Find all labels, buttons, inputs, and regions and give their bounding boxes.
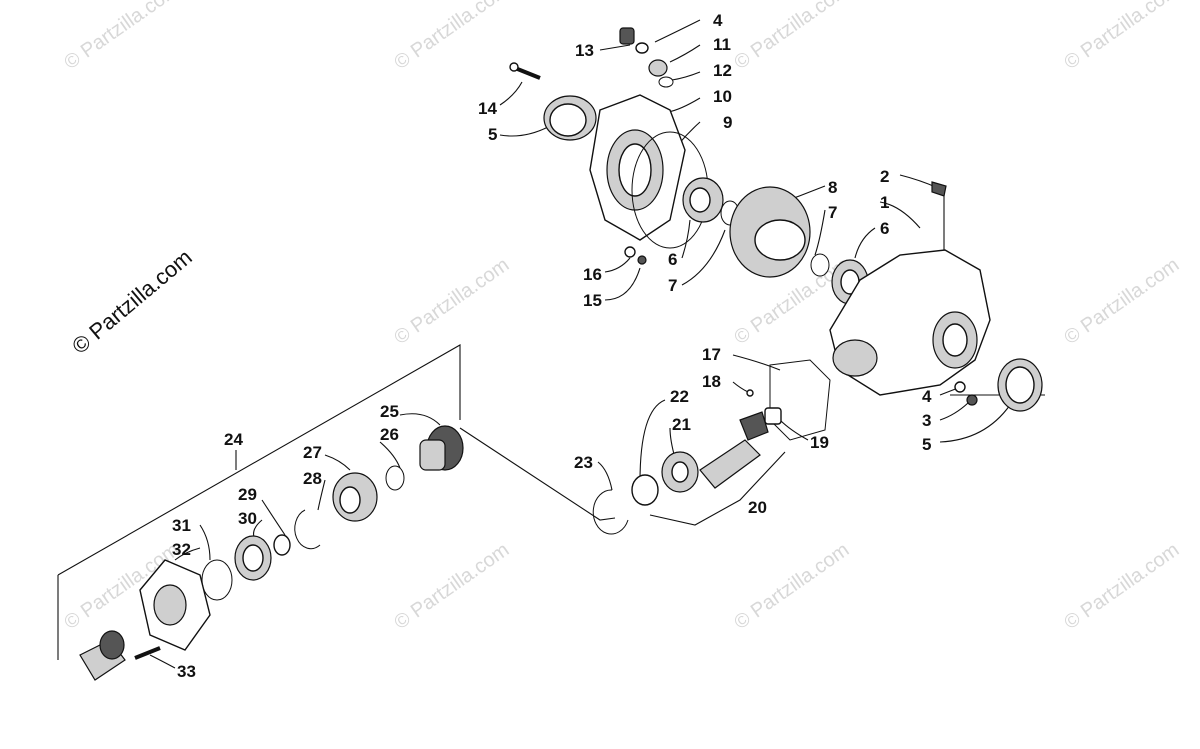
- callout-15[interactable]: 15: [583, 291, 602, 310]
- callout-23[interactable]: 23: [574, 453, 593, 472]
- callout-5[interactable]: 5: [922, 435, 931, 454]
- callout-18[interactable]: 18: [702, 372, 721, 391]
- callout-32[interactable]: 32: [172, 540, 191, 559]
- callout-14[interactable]: 14: [478, 99, 497, 118]
- callout-8[interactable]: 8: [828, 178, 837, 197]
- callout-29[interactable]: 29: [238, 485, 257, 504]
- watermark-text: © Partzilla.com: [60, 0, 183, 74]
- callout-3[interactable]: 3: [922, 411, 931, 430]
- callout-16[interactable]: 16: [583, 265, 602, 284]
- pinion-gear-part: [699, 439, 761, 489]
- callout-4[interactable]: 4: [713, 11, 723, 30]
- callout-12[interactable]: 12: [713, 61, 732, 80]
- callout-27[interactable]: 27: [303, 443, 322, 462]
- callout-25[interactable]: 25: [380, 402, 399, 421]
- callout-11[interactable]: 11: [713, 35, 731, 54]
- watermark-text: © Partzilla.com: [1060, 254, 1183, 349]
- callout-13[interactable]: 13: [575, 41, 594, 60]
- callout-4[interactable]: 4: [922, 387, 932, 406]
- watermarks: © Partzilla.com © Partzilla.com © Partzi…: [60, 0, 1183, 634]
- callout-24[interactable]: 24: [224, 430, 243, 449]
- callout-9[interactable]: 9: [723, 113, 732, 132]
- callout-5[interactable]: 5: [488, 125, 497, 144]
- watermark-text: © Partzilla.com: [1060, 0, 1183, 74]
- drain-plug-part: [619, 27, 635, 45]
- callout-17[interactable]: 17: [702, 345, 721, 364]
- callout-33[interactable]: 33: [177, 662, 196, 681]
- callout-10[interactable]: 10: [713, 87, 732, 106]
- watermark-text: © Partzilla.com: [390, 254, 513, 349]
- callout-6[interactable]: 6: [880, 219, 889, 238]
- brand-text: © Partzilla.com: [67, 244, 197, 358]
- callout-26[interactable]: 26: [380, 425, 399, 444]
- callout-7[interactable]: 7: [828, 203, 837, 222]
- callout-20[interactable]: 20: [748, 498, 767, 517]
- callout-2[interactable]: 2: [880, 167, 889, 186]
- parts: [79, 27, 1043, 681]
- callout-31[interactable]: 31: [172, 516, 191, 535]
- callout-22[interactable]: 22: [670, 387, 689, 406]
- callout-1[interactable]: 1: [880, 193, 889, 212]
- callout-30[interactable]: 30: [238, 509, 257, 528]
- watermark-text: © Partzilla.com: [1060, 539, 1183, 634]
- watermark-text: © Partzilla.com: [730, 539, 853, 634]
- watermark-text: © Partzilla.com: [730, 0, 853, 74]
- callout-21[interactable]: 21: [672, 415, 691, 434]
- callout-19[interactable]: 19: [810, 433, 829, 452]
- callout-28[interactable]: 28: [303, 469, 322, 488]
- callout-7[interactable]: 7: [668, 276, 677, 295]
- callout-6[interactable]: 6: [668, 250, 677, 269]
- watermark-text: © Partzilla.com: [390, 539, 513, 634]
- callouts: 4 13 11 12 10 14 5 9 8 7 2 1 6 6 7 16 15…: [172, 11, 932, 681]
- watermark-text: © Partzilla.com: [390, 0, 513, 74]
